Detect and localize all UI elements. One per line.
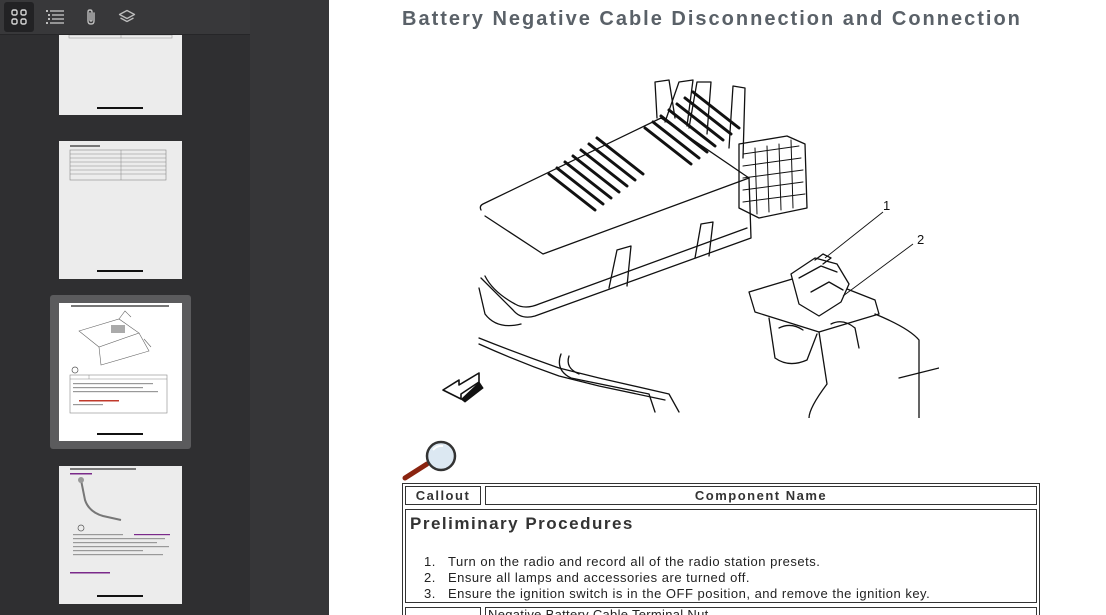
- component-name-cell: Negative Battery Cable Terminal Nut: [485, 607, 1037, 615]
- front-direction-arrow-icon: [442, 372, 484, 403]
- page-thumbnail[interactable]: [59, 466, 182, 604]
- list-item: 3.Ensure the ignition switch is in the O…: [424, 586, 931, 601]
- thumbnail-preview: [69, 145, 167, 181]
- thumbnail-footer-line: [97, 595, 143, 597]
- page-thumbnail-current[interactable]: [59, 303, 182, 441]
- outline-list-icon: [46, 10, 64, 24]
- page-thumbnail[interactable]: [59, 141, 182, 279]
- thumbnail-preview: [69, 305, 169, 414]
- magnifier-icon[interactable]: [401, 438, 463, 482]
- callout-number: 1: [883, 198, 890, 213]
- callout-cell: [405, 607, 481, 615]
- document-page: Battery Negative Cable Disconnection and…: [329, 0, 1106, 615]
- thumbnails-grid-icon: [11, 9, 27, 25]
- thumbnail-footer-line: [97, 107, 143, 109]
- outline-view-button[interactable]: [40, 2, 70, 32]
- thumbnail-sidebar: [0, 0, 250, 615]
- battery-cable-illustration: 1 2: [442, 79, 939, 418]
- thumbnail-preview: [68, 35, 173, 39]
- preliminary-procedures-cell: Preliminary Procedures 1.Turn on the rad…: [405, 509, 1037, 603]
- column-header-callout: Callout: [405, 486, 481, 505]
- component-name: Negative Battery Cable Terminal Nut: [488, 607, 709, 615]
- thumbnail-preview: [70, 468, 170, 574]
- column-header-component-name: Component Name: [485, 486, 1037, 505]
- page-thumbnail[interactable]: [59, 35, 182, 115]
- thumbnails-view-button[interactable]: [4, 2, 34, 32]
- list-item: 2.Ensure all lamps and accessories are t…: [424, 570, 750, 585]
- preliminary-steps-list: 1.Turn on the radio and record all of th…: [424, 554, 930, 602]
- thumbnail-footer-line: [97, 433, 143, 435]
- list-item: 1.Turn on the radio and record all of th…: [424, 554, 821, 569]
- thumbnail-footer-line: [97, 270, 143, 272]
- callout-number: 2: [917, 232, 924, 247]
- layers-icon: [118, 9, 136, 23]
- thumbnail-list[interactable]: [0, 35, 250, 615]
- sidebar-toolbar: [0, 0, 250, 35]
- procedure-table: Callout Component Name Preliminary Proce…: [402, 483, 1040, 615]
- section-title: Preliminary Procedures: [410, 514, 634, 533]
- layers-view-button[interactable]: [112, 2, 142, 32]
- attachments-view-button[interactable]: [76, 2, 106, 32]
- viewer-gutter: [250, 0, 329, 615]
- page-title: Battery Negative Cable Disconnection and…: [402, 8, 1022, 30]
- paperclip-icon: [87, 9, 95, 25]
